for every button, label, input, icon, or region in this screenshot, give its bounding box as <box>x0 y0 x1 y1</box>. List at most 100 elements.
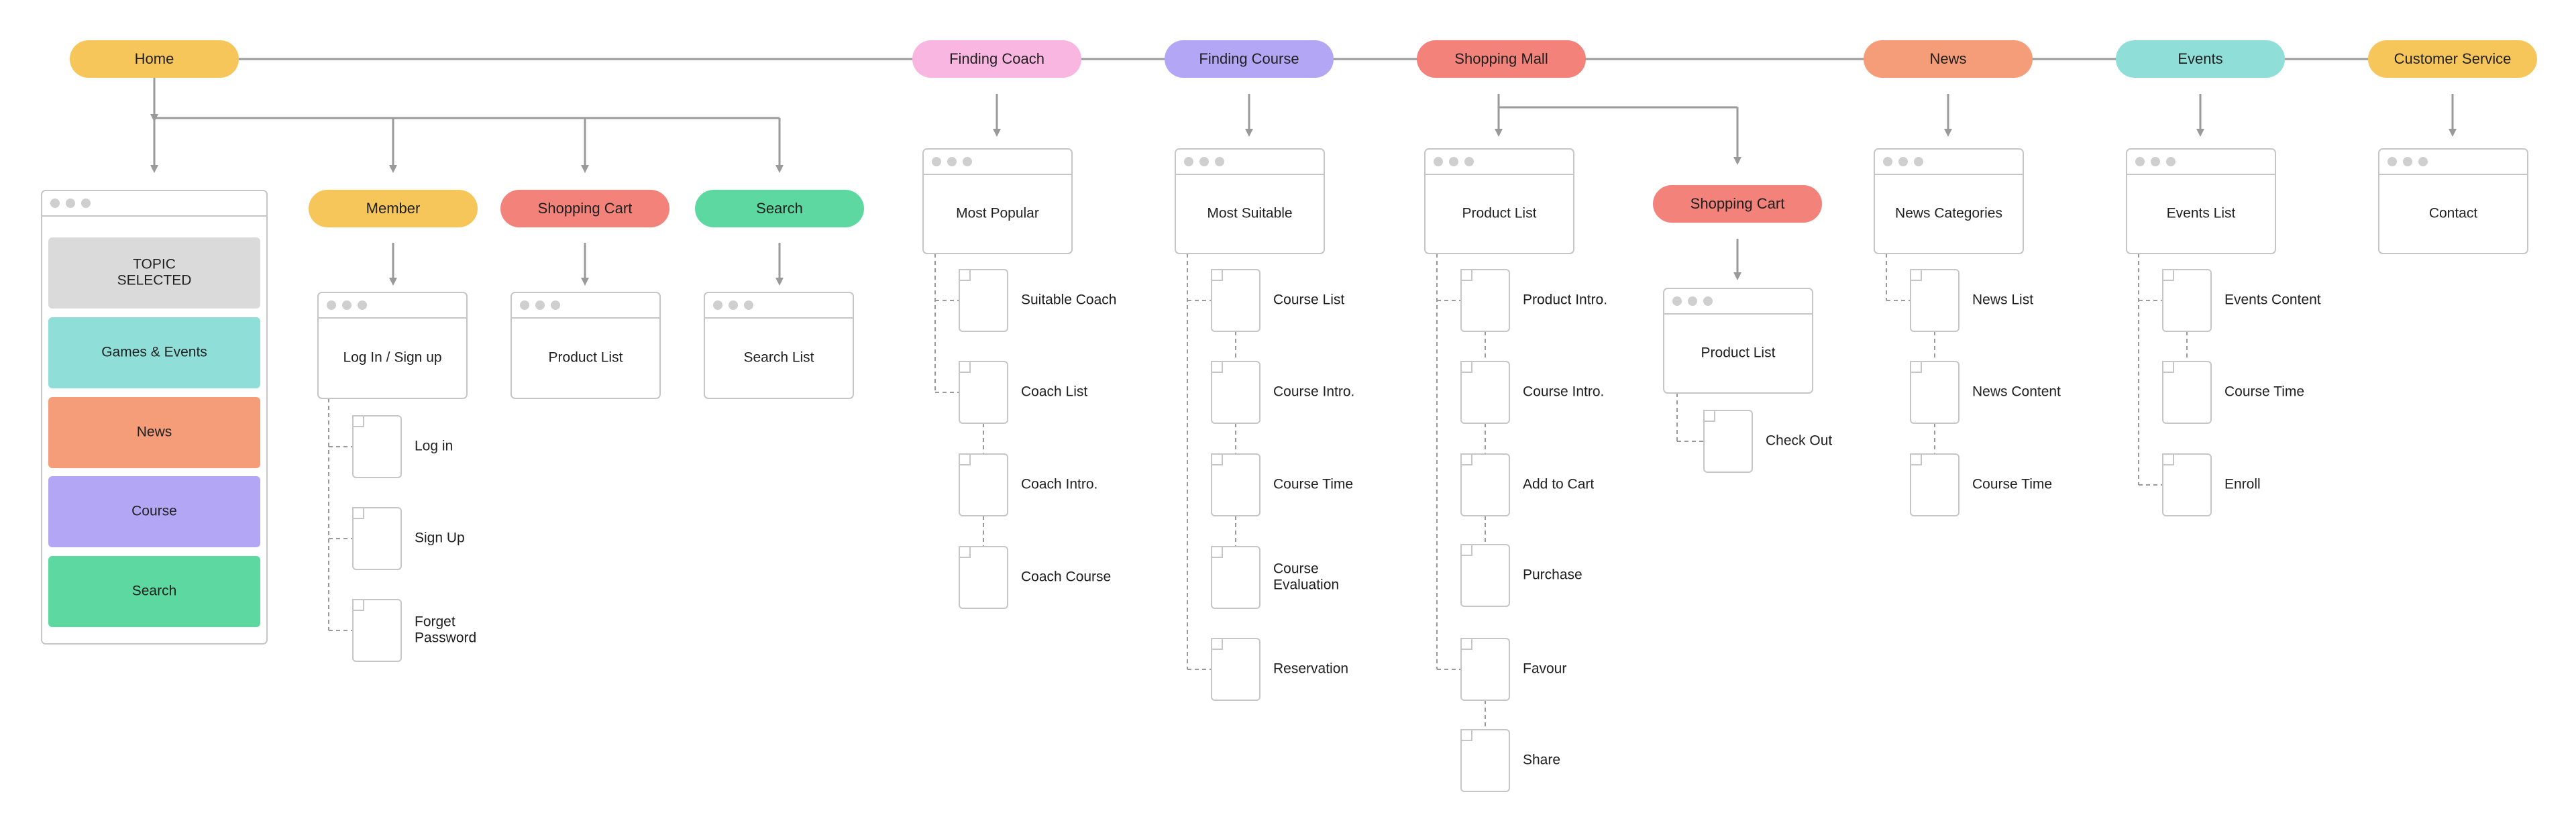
page-label: Events Content <box>2224 292 2321 308</box>
page-label: Password <box>415 630 476 646</box>
page-corner-icon <box>959 361 971 373</box>
page-frame <box>2162 453 2212 516</box>
page-icon <box>1211 453 1260 516</box>
window-search-list-frame <box>704 292 854 399</box>
window-most-suitable[interactable]: Most Suitable <box>1175 148 1325 254</box>
page-icon <box>1460 729 1510 792</box>
nav-finding-coach[interactable]: Finding Coach <box>912 40 1081 78</box>
page-icon <box>1460 453 1510 516</box>
window-dot-icon <box>1898 157 1908 166</box>
menu-block-games-events[interactable]: Games & Events <box>48 317 260 388</box>
window-mall-product-list[interactable]: Product List <box>1424 148 1574 254</box>
pill-shopping-cart-shape <box>500 190 669 227</box>
page-frame <box>1211 638 1260 701</box>
page-corner-icon <box>1910 361 1922 373</box>
menu-block-label: Search <box>132 584 177 599</box>
window-dot-icon <box>963 157 972 166</box>
window-dot-icon <box>1464 157 1474 166</box>
page-frame <box>1460 638 1510 701</box>
window-news-categories[interactable]: News Categories <box>1874 148 2024 254</box>
page-frame <box>1211 269 1260 332</box>
pill-search[interactable]: Search <box>695 190 864 227</box>
menu-block-shape <box>48 397 260 468</box>
window-most-popular[interactable]: Most Popular <box>922 148 1073 254</box>
page-icon <box>352 599 402 662</box>
page-icon <box>1460 638 1510 701</box>
menu-block-label: Games & Events <box>101 345 207 360</box>
window-dot-icon <box>358 300 367 310</box>
window-mall-product-list-frame <box>1424 148 1574 254</box>
window-home-product-list[interactable]: Product List <box>511 292 661 399</box>
page-icon <box>1910 269 1960 332</box>
page-corner-icon <box>959 269 971 281</box>
page-frame <box>959 361 1008 424</box>
window-dot-icon <box>2418 157 2428 166</box>
page-corner-icon <box>352 507 364 519</box>
nav-events[interactable]: Events <box>2116 40 2285 78</box>
window-contact[interactable]: Contact <box>2378 148 2528 254</box>
menu-block-search[interactable]: Search <box>48 556 260 627</box>
page-label: Course Intro. <box>1273 384 1354 400</box>
window-most-suitable-frame <box>1175 148 1325 254</box>
window-dot-icon <box>744 300 753 310</box>
nav-news-shape <box>1864 40 2033 78</box>
nav-finding-coach-label: Finding Coach <box>949 50 1044 67</box>
page-label: Reservation <box>1273 661 1348 677</box>
page-frame <box>2162 361 2212 424</box>
window-dot-icon <box>1434 157 1443 166</box>
menu-block-label: Course <box>131 504 177 519</box>
window-mall-cart-product-list-frame <box>1663 288 1813 394</box>
page-icon <box>1703 410 1753 473</box>
pill-member-label: Member <box>366 200 421 217</box>
window-dot-icon <box>1688 296 1697 306</box>
pill-member[interactable]: Member <box>309 190 478 227</box>
nav-finding-course[interactable]: Finding Course <box>1165 40 1334 78</box>
menu-block-label: SELECTED <box>117 273 192 288</box>
page-frame <box>1211 453 1260 516</box>
nav-finding-course-label: Finding Course <box>1199 50 1299 67</box>
menu-block-label: TOPIC <box>133 257 176 272</box>
window-dot-icon <box>2403 157 2412 166</box>
page-corner-icon <box>1211 638 1223 650</box>
nav-news[interactable]: News <box>1864 40 2033 78</box>
window-most-popular-title: Most Popular <box>956 206 1039 221</box>
page-icon <box>1460 269 1510 332</box>
page-corner-icon <box>2162 361 2174 373</box>
page-label: Coach Intro. <box>1021 477 1097 492</box>
page-icon <box>2162 361 2212 424</box>
menu-block-news[interactable]: News <box>48 397 260 468</box>
nav-customer-service[interactable]: Customer Service <box>2368 40 2537 78</box>
menu-block-shape <box>48 317 260 388</box>
nav-shopping-mall[interactable]: Shopping Mall <box>1417 40 1586 78</box>
page-label: Course Time <box>1972 477 2052 492</box>
page-label: Course <box>1273 561 1319 577</box>
menu-block-label: News <box>137 425 172 440</box>
window-dot-icon <box>81 199 91 208</box>
window-mall-cart-product-list[interactable]: Product List <box>1663 288 1813 394</box>
page-icon <box>2162 453 2212 516</box>
window-login-signup[interactable]: Log In / Sign up <box>317 292 468 399</box>
window-search-list[interactable]: Search List <box>704 292 854 399</box>
window-dot-icon <box>2151 157 2160 166</box>
pill-shopping-cart[interactable]: Shopping Cart <box>500 190 669 227</box>
window-events-list[interactable]: Events List <box>2126 148 2276 254</box>
nav-news-label: News <box>1929 50 1966 67</box>
page-corner-icon <box>1910 269 1922 281</box>
page-corner-icon <box>352 415 364 427</box>
nav-home[interactable]: Home <box>70 40 239 78</box>
page-frame <box>352 507 402 570</box>
nav-shopping-mall-label: Shopping Mall <box>1454 50 1548 67</box>
window-dot-icon <box>2135 157 2145 166</box>
window-dot-icon <box>1914 157 1923 166</box>
page-label: Purchase <box>1523 567 1582 583</box>
page-frame <box>352 599 402 662</box>
window-most-suitable-title: Most Suitable <box>1207 206 1292 221</box>
menu-block-course[interactable]: Course <box>48 476 260 547</box>
pill-mall-shopping-cart[interactable]: Shopping Cart <box>1653 185 1822 223</box>
pill-mall-shopping-cart-shape <box>1653 185 1822 223</box>
menu-block-shape <box>48 556 260 627</box>
page-corner-icon <box>1703 410 1715 422</box>
page-label: Product Intro. <box>1523 292 1607 308</box>
page-corner-icon <box>1460 269 1472 281</box>
